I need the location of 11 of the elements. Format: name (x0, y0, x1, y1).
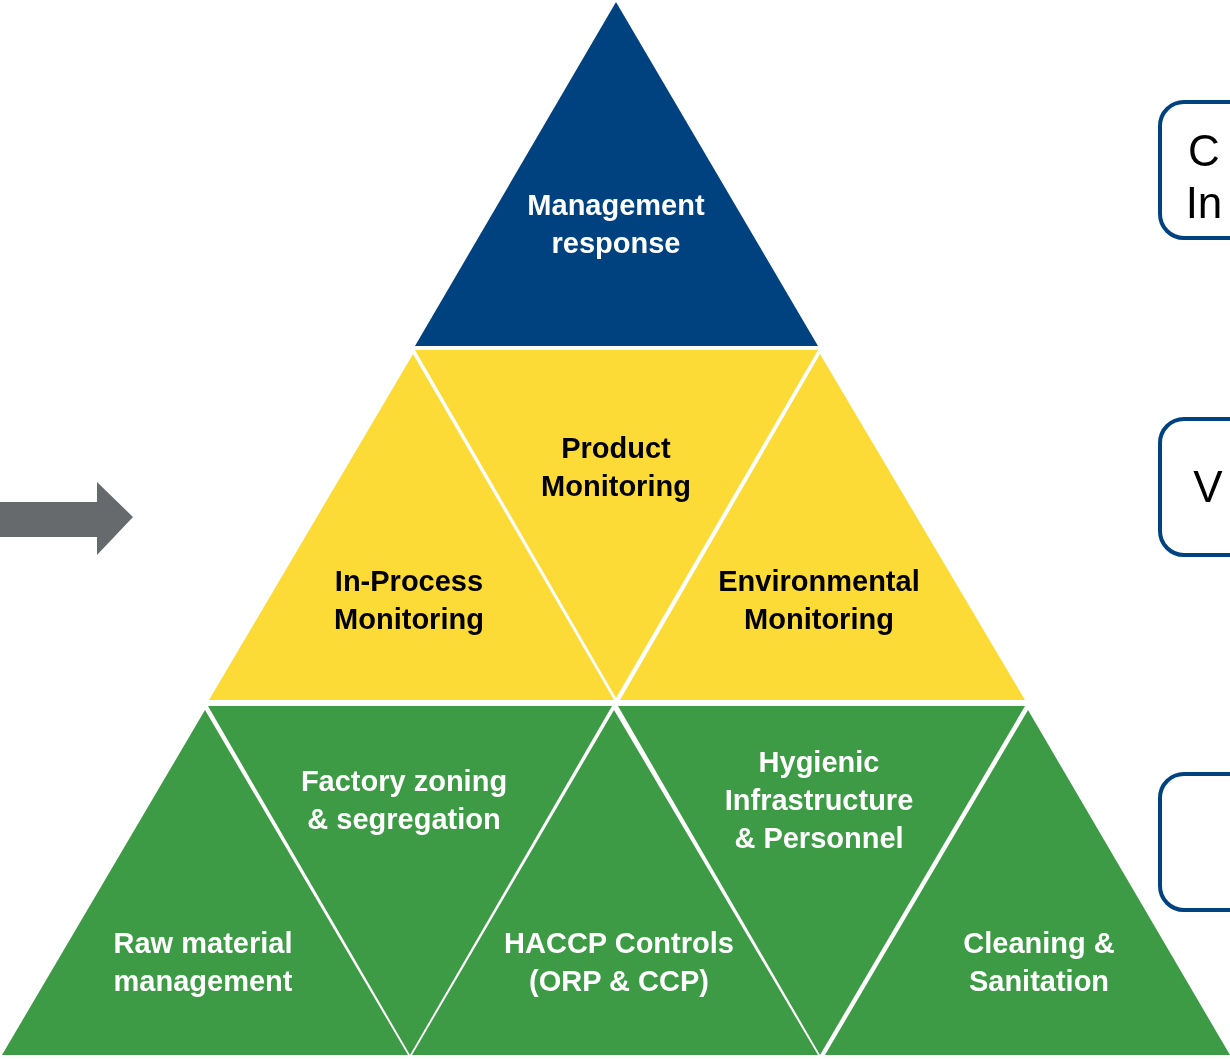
triangle-label: Hygienic Infrastructure & Personnel (723, 745, 915, 856)
box-label: V (1192, 461, 1224, 513)
triangle-label: Factory zoning & segregation (299, 764, 509, 837)
box-label: C In (1184, 125, 1224, 229)
triangle-label: Environmental Monitoring (717, 564, 921, 637)
triangle-label: Product Monitoring (540, 431, 692, 504)
triangle-label: HACCP Controls (ORP & CCP) (503, 926, 735, 999)
triangle-label: In-Process Monitoring (333, 564, 485, 637)
triangle-label: Management response (526, 188, 706, 261)
triangle-label: Raw material management (112, 926, 294, 999)
triangle-label: Cleaning & Sanitation (962, 926, 1116, 999)
